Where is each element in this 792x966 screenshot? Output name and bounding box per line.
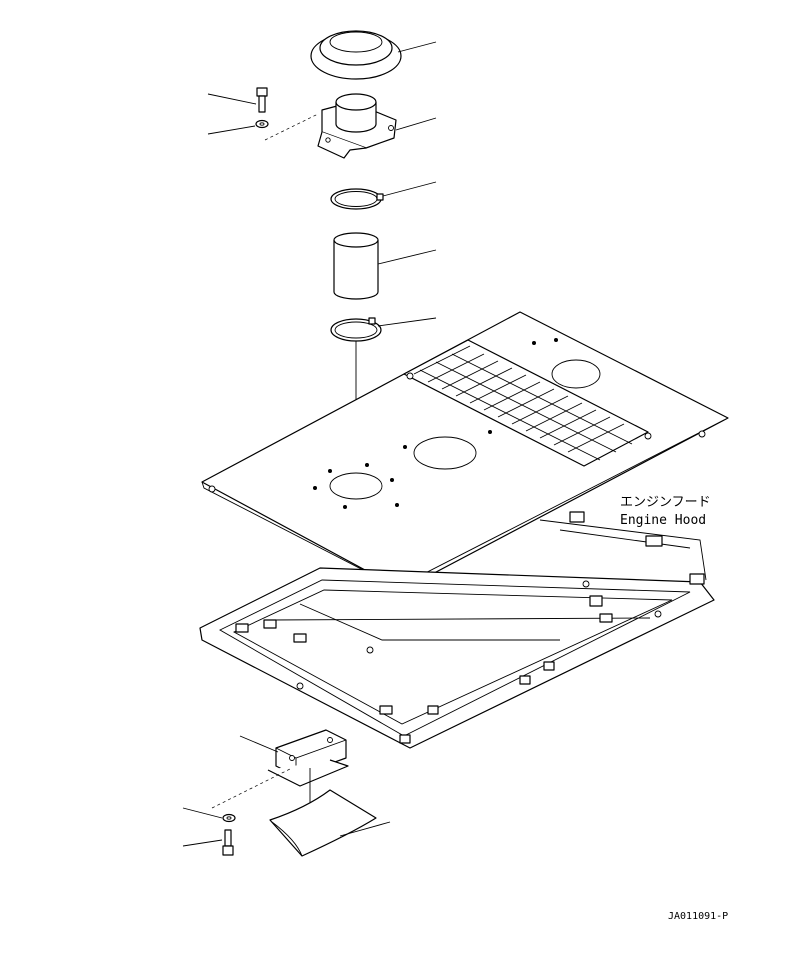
engine-hood-plate: [201, 311, 729, 591]
lower-bolt-axis-line: [211, 767, 293, 809]
upper-washer: [207, 119, 269, 135]
hood-label-jp: エンジンフード: [620, 495, 711, 510]
hood-grille: [403, 339, 649, 467]
muffler-bracket: [317, 93, 437, 159]
hood-opening-large: [413, 436, 477, 470]
engine-hood-label: エンジンフード Engine Hood: [620, 495, 711, 528]
hood-opening-right: [551, 359, 601, 389]
hood-frame: [199, 511, 715, 749]
figure-code: JA011091-P: [668, 911, 728, 922]
heat-insulator: [269, 789, 391, 857]
lower-bracket: [239, 729, 349, 787]
lower-clamp: [330, 317, 437, 342]
hood-label-en: Engine Hood: [620, 513, 706, 528]
upper-clamp: [330, 181, 437, 210]
upper-bolt: [207, 87, 268, 113]
rain-cap: [310, 30, 437, 80]
lower-washer: [182, 807, 236, 823]
lower-bolt: [182, 829, 234, 856]
exhaust-tube: [333, 232, 437, 300]
hood-opening-tube: [329, 472, 383, 500]
bolt-axis-line: [264, 113, 319, 141]
